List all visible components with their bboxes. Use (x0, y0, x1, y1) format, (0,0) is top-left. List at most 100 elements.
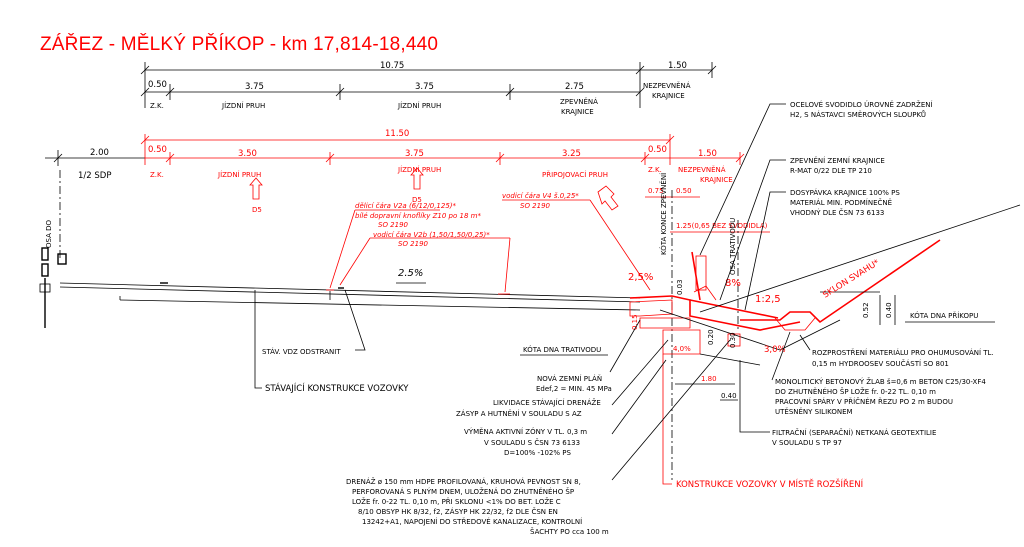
note-drenaz-3: LOŽE fr. 0-22 TL. 0,10 m, PŘI SKLONU <1%… (352, 497, 561, 506)
slope-6: 3,0% (764, 345, 786, 355)
dim-180: 1.80 (701, 375, 717, 383)
lbl-zk-red: Z.K. (150, 171, 164, 179)
slope-3: 8% (725, 278, 741, 289)
note-kota-prikopu: KÓTA DNA PŘÍKOPU (910, 311, 978, 320)
note-stav-vdz: STÁV. VDZ ODSTRANIT (262, 347, 341, 356)
lbl-osa-trat: OSA TRATIVODU (729, 218, 737, 275)
note-zpevneni-1: ZPEVNĚNÍ ZEMNÍ KRAJNICE (790, 156, 885, 165)
direction-arrows (249, 167, 619, 211)
marking-7: SO 2190 (520, 202, 551, 210)
note-vymena-3: D=100% -102% PS (504, 449, 571, 457)
axis-do-symbol (39, 247, 67, 328)
page-title: ZÁŘEZ - MĚLKÝ PŘÍKOP - km 17,814-18,440 (40, 34, 439, 55)
note-filtracni-1: FILTRAČNÍ (SEPARAČNÍ) NETKANÁ GEOTEXTILI… (772, 428, 936, 437)
top-dimension-chain (140, 62, 717, 108)
lbl-d5-2: D5 (412, 196, 422, 204)
note-filtracni-2: V SOULADU S TP 97 (772, 439, 842, 447)
slope-main: 2.5% (398, 268, 423, 279)
note-plan-2: Edef,2 = MIN. 45 MPa (536, 385, 612, 393)
marking-1: dělicí čára V2a (6/12/0,125)* (355, 202, 457, 210)
note-dosypavka-1: DOSYPÁVKA KRAJNICE 100% PS (790, 188, 900, 197)
lbl-zk-top: Z.K. (150, 102, 164, 110)
dim-003: 0.03 (676, 279, 684, 295)
lbl-kota-konce: KÓTA KONCE ZPEVNĚNÍ (659, 173, 668, 255)
dim-seg-2: 3.75 (415, 82, 434, 92)
lbl-jizdni-red-1: JÍZDNÍ PRUH (217, 170, 261, 179)
marking-2: bílé dopravní knoflíky Z10 po 18 m* (355, 212, 481, 220)
marking-3: SO 2190 (378, 221, 409, 229)
note-drenaz-5: 13242+A1, NAPOJENÍ DO STŘEDOVÉ KANALIZAC… (362, 517, 582, 526)
note-rozprostreni-1: ROZPROSTŘENÍ MATERIÁLU PRO OHUMUSOVÁNÍ T… (812, 348, 994, 357)
notes-left: STÁV. VDZ ODSTRANIT STÁVAJÍCÍ KONSTRUKCE… (254, 289, 731, 536)
lbl-sdp: 1/2 SDP (78, 171, 111, 181)
note-dosypavka-2: MATERIÁL MIN. PODMÍNEČNĚ (790, 198, 892, 207)
lbl-zpevnena: ZPEVNĚNÁ (560, 97, 598, 106)
dim-total-red: 11.50 (385, 129, 409, 139)
dim-seg-0: 0.50 (148, 80, 167, 90)
dim-seg-1: 3.75 (245, 82, 264, 92)
marking-labels: dělicí čára V2a (6/12/0,125)* bílé dopra… (329, 192, 651, 293)
note-drenaz-4: 8/10 OBSYP HK 8/32, f2, ZÁSYP HK 22/32, … (358, 507, 558, 516)
note-rozprostreni-2: 0,15 m HYDROOSEV SOUČÁSTÍ SO 801 (812, 359, 949, 368)
note-drenaz-2: PERFOROVANÁ S PLNÝM DNEM, ULOŽENÁ DO ZHU… (352, 487, 574, 496)
dim-052: 0.52 (862, 302, 870, 318)
note-svodidlo-1: OCELOVÉ SVODIDLO ÚROVNĚ ZADRŽENÍ (790, 100, 933, 109)
note-vymena-2: V SOULADU S ČSN 73 6133 (484, 438, 580, 447)
note-plan-1: NOVÁ ZEMNÍ PLÁŇ (537, 374, 602, 383)
note-drenaz-6: ŠACHTY PO cca 100 m (530, 527, 609, 536)
red-dimension-chain (45, 134, 770, 233)
dim-sub-075: 0.75 (648, 187, 664, 195)
dim-sub-125: 1.25(0,65 BEZ SVODIDLA) (676, 222, 768, 230)
slope-5: 4,0% (673, 345, 691, 353)
lbl-pripojovaci: PŘIPOJOVACÍ PRUH (542, 170, 608, 179)
note-drenaz-1: DRENÁŽ ø 150 mm HDPE PROFILOVANÁ, KRUHOV… (346, 477, 581, 486)
note-vymena-1: VÝMĚNA AKTIVNÍ ZÓNY V TL. 0,3 m (464, 427, 587, 436)
marking-5: SO 2190 (398, 240, 429, 248)
dim-right-top: 1.50 (668, 61, 687, 71)
note-kota-trativodu: KÓTA DNA TRATIVODU (523, 345, 601, 354)
note-likvidace-1: LIKVIDACE STÁVAJÍCÍ DRENÁŽE (493, 398, 601, 407)
note-monolit-4: UTĚSNĚNY SILIKONEM (775, 407, 853, 416)
note-dosypavka-3: VHODNÝ DLE ČSN 73 6133 (790, 208, 884, 217)
lbl-nezpevnena-top: NEZPEVNĚNÁ (643, 81, 691, 90)
dim-sub-050: 0.50 (676, 187, 692, 195)
note-konstrukce-rozsireni: KONSTRUKCE VOZOVKY V MÍSTĚ ROZŠÍŘENÍ (676, 478, 864, 490)
dim-seg-3: 2.75 (565, 82, 584, 92)
lbl-jizdni-2: JÍZDNÍ PRUH (397, 101, 441, 110)
lbl-jizdni-red-2: JÍZDNÍ PRUH (397, 165, 441, 174)
marking-6: vodicí čára V4 š.0,25* (502, 192, 579, 200)
note-monolit-1: MONOLITICKÝ BETONOVÝ ŽLAB š=0,6 m BETON … (775, 377, 986, 386)
dim-red-0: 0.50 (148, 145, 167, 155)
lbl-krajnice-red: KRAJNICE (700, 176, 733, 184)
lbl-krajnice-2: KRAJNICE (652, 92, 685, 100)
note-monolit-2: DO ZHUTNĚNÉHO ŠP LOŽE fr. 0-22 TL. 0,10 … (775, 387, 936, 396)
notes-right: OCELOVÉ SVODIDLO ÚROVNĚ ZADRŽENÍ H2, S N… (662, 100, 995, 490)
lbl-zk-red-2: Z.K. (648, 166, 662, 174)
note-zpevneni-2: R-MAT 0/22 DLE TP 210 (790, 167, 872, 175)
note-svodidlo-2: H2, S NÁSTAVCI SMĚROVÝCH SLOUPKŮ (790, 110, 926, 119)
lbl-jizdni-1: JÍZDNÍ PRUH (221, 101, 265, 110)
slope-2: 2,5% (628, 272, 653, 283)
dim-red-4: 0.50 (648, 145, 667, 155)
slope-4: 1:2,5 (755, 294, 781, 305)
dim-red-2: 3.75 (405, 149, 424, 159)
road-section (59, 204, 1021, 401)
dim-red-5: 1.50 (698, 149, 717, 159)
slope-svah: SKLON SVAHU* (821, 258, 881, 301)
dim-left-red: 2.00 (90, 148, 109, 158)
lbl-nezpevnena-red: NEZPEVNĚNÁ (678, 165, 726, 174)
lbl-krajnice-1: KRAJNICE (561, 108, 594, 116)
marking-4: vodicí čára V2b (1,50/1,50/0,25)* (373, 231, 490, 239)
dim-040: 0.40 (885, 302, 893, 318)
dim-015: 0.15 (631, 314, 639, 330)
lbl-osa-do: OSA DO (45, 220, 53, 248)
note-monolit-3: PRACOVNÍ SPÁRY V PŘÍČNÉM ŘEZU PO 2 m BUD… (775, 397, 953, 406)
dim-020: 0.20 (707, 329, 715, 345)
note-likvidace-2: ZÁSYP A HUTNĚNÍ V SOULADU S AZ (456, 409, 582, 418)
note-stav-konstrukce: STÁVAJÍCÍ KONSTRUKCE VOZOVKY (265, 382, 409, 394)
dim-040b: 0.40 (721, 392, 737, 400)
dim-red-3: 3.25 (562, 149, 581, 159)
dim-red-1: 3.50 (238, 149, 257, 159)
dim-030: 0.30 (729, 332, 737, 348)
